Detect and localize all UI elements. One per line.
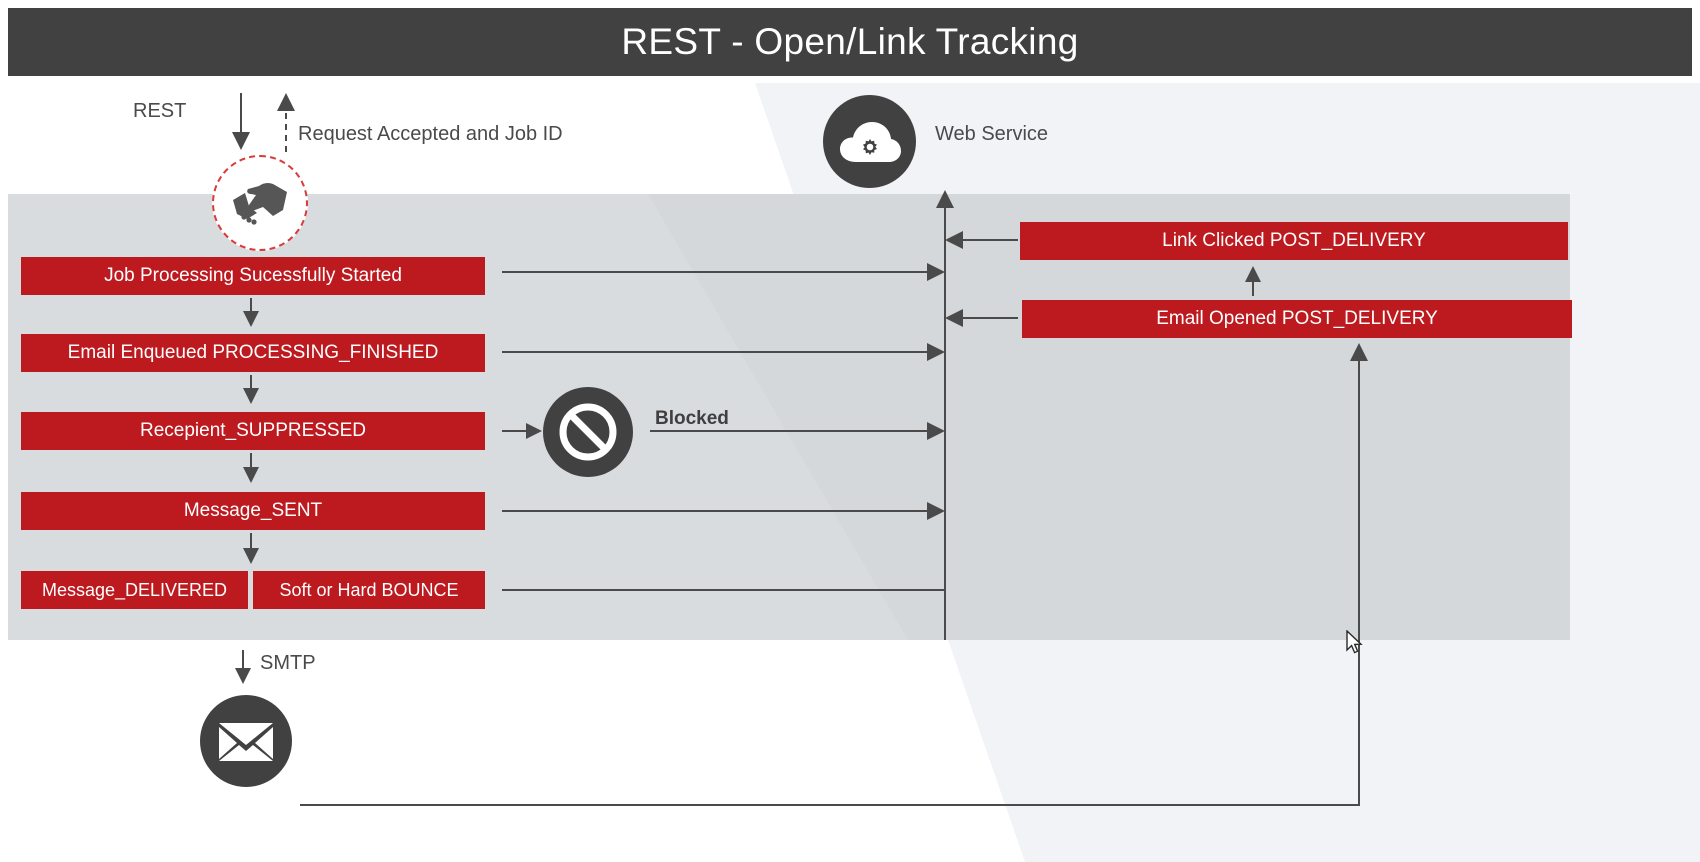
- envelope-icon: [200, 695, 292, 787]
- web-service-label: Web Service: [935, 123, 1049, 145]
- no-entry-icon: [543, 387, 633, 477]
- flow-box-message-sent[interactable]: Message_SENT: [21, 492, 485, 530]
- flow-box-job-processing[interactable]: Job Processing Sucessfully Started: [21, 257, 485, 295]
- mouse-cursor: [1346, 630, 1363, 654]
- blocked-label: Blocked: [655, 408, 729, 429]
- flow-box-bounce[interactable]: Soft or Hard BOUNCE: [253, 571, 485, 609]
- cloud-gear-glyph: [839, 121, 901, 162]
- title-bar: REST - Open/Link Tracking: [8, 8, 1692, 76]
- rest-label: REST: [133, 100, 187, 122]
- flow-box-message-delivered[interactable]: Message_DELIVERED: [21, 571, 248, 609]
- cloud-gear-icon: [823, 95, 916, 188]
- handshake-glyph: [233, 182, 287, 225]
- no-entry-glyph: [559, 403, 617, 461]
- smtp-label: SMTP: [260, 652, 316, 674]
- tracking-box-email-opened[interactable]: Email Opened POST_DELIVERY: [1022, 300, 1572, 338]
- flow-box-email-enqueued[interactable]: Email Enqueued PROCESSING_FINISHED: [21, 334, 485, 372]
- envelope-glyph: [219, 723, 273, 761]
- tracking-box-link-clicked[interactable]: Link Clicked POST_DELIVERY: [1020, 222, 1568, 260]
- page-title: REST - Open/Link Tracking: [621, 21, 1079, 62]
- flow-box-recipient-suppressed[interactable]: Recepient_SUPPRESSED: [21, 412, 485, 450]
- request-accepted-label: Request Accepted and Job ID: [298, 123, 563, 145]
- handshake-icon: [212, 155, 308, 251]
